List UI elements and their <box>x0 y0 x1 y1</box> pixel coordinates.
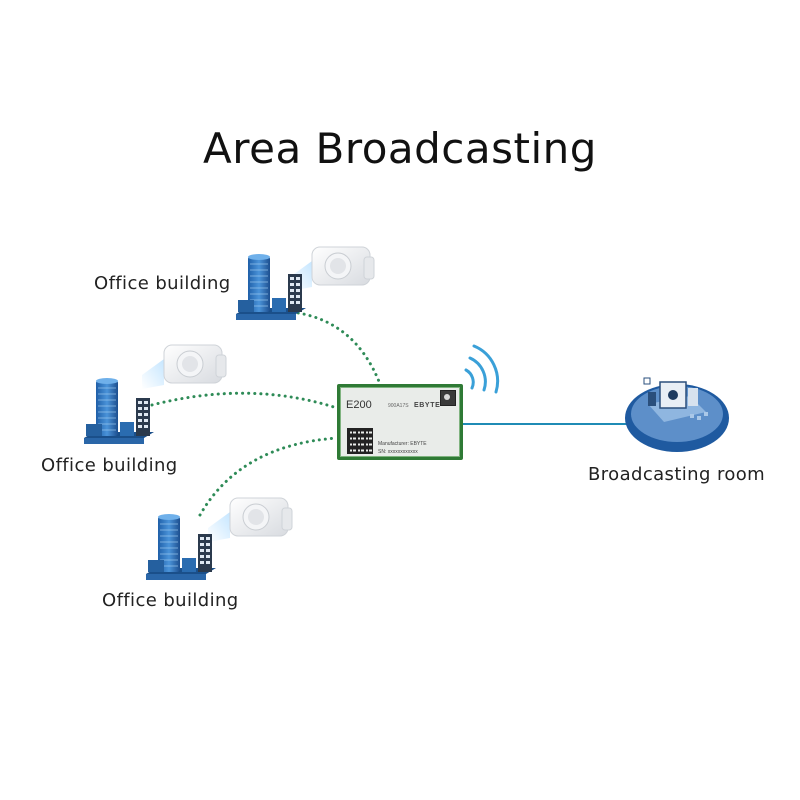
link-office-1 <box>290 310 382 386</box>
e200-module: E200 900A17S EBYTE Manufacturer: EBYTE S… <box>337 384 463 460</box>
office-building-label-1: Office building <box>94 273 231 294</box>
qr-code-icon <box>347 428 373 454</box>
office-building-3 <box>145 497 293 581</box>
broadcasting-room-label: Broadcasting room <box>588 464 766 485</box>
office-building-1 <box>235 246 375 321</box>
speaker-icon <box>141 344 227 390</box>
wireless-signal-icon <box>464 344 500 394</box>
speaker-icon <box>289 246 375 292</box>
module-brand: EBYTE <box>414 402 441 409</box>
antenna-connector-icon <box>440 390 456 406</box>
module-serial: SN: xxxxxxxxxxxx <box>378 449 418 455</box>
speaker-icon <box>207 497 293 543</box>
broadcast-room-icon <box>625 377 729 452</box>
link-office-3 <box>198 436 339 517</box>
office-building-label-2: Office building <box>41 455 178 476</box>
page-title: Area Broadcasting <box>203 124 597 173</box>
building-icon <box>145 513 217 581</box>
module-variant: 900A17S <box>388 403 409 409</box>
office-building-label-3: Office building <box>102 590 239 611</box>
link-office-2 <box>150 391 339 410</box>
module-model: E200 <box>346 399 372 411</box>
building-icon <box>235 253 307 321</box>
module-manufacturer: Manufacturer: EBYTE <box>378 441 427 447</box>
